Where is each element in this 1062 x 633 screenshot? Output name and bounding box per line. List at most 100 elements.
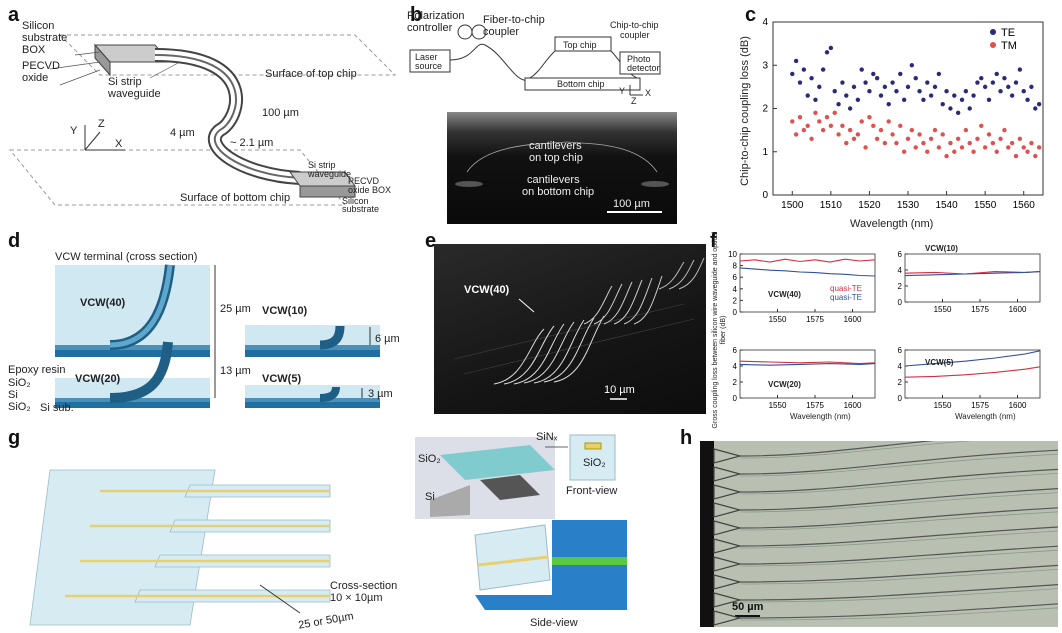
label-dim-4: 4 µm — [170, 127, 195, 139]
panel-g: g Cross-section 10 × 10µm 25 or 50µm SiN… — [0, 425, 660, 633]
label-epoxy: Epoxy resin — [8, 364, 66, 376]
data-point-te — [855, 97, 861, 103]
label-box: BOX — [22, 44, 46, 56]
data-point-te — [982, 84, 988, 90]
data-point-te — [817, 84, 822, 90]
data-point-tm — [986, 132, 992, 137]
label-sio2-front: SiO₂ — [583, 457, 606, 469]
data-point-tm — [921, 140, 926, 146]
x-tick-label: 1500 — [781, 200, 804, 211]
label-controller: controller — [407, 22, 453, 34]
y-tick-label: 2 — [898, 378, 903, 387]
label-silicon: Silicon — [22, 20, 55, 32]
data-point-te — [944, 89, 949, 94]
label-on-bottom-chip: on bottom chip — [522, 186, 595, 198]
panel-h: h 50 µm — [680, 425, 1060, 633]
data-point-te — [1009, 93, 1015, 98]
axis-z: Z — [98, 118, 105, 130]
data-point-te — [986, 97, 992, 103]
data-point-tm — [1013, 153, 1019, 159]
label-substrate-bottom: substrate — [342, 204, 380, 214]
data-point-te — [874, 76, 880, 81]
label-box-bottom: BOX — [372, 185, 392, 195]
label-top-chip: Top chip — [563, 40, 597, 50]
waveguide-edge — [739, 453, 1058, 477]
waveguide-edge — [739, 549, 1058, 567]
data-point-te — [1017, 67, 1023, 72]
waveguide-line — [739, 564, 1058, 583]
data-point-tm — [963, 127, 969, 133]
x-tick-label: 1550 — [934, 401, 952, 410]
data-point-tm — [867, 114, 872, 120]
label-cross-section: Cross-section — [330, 580, 398, 592]
data-point-te — [805, 93, 810, 98]
data-point-te — [863, 80, 868, 85]
data-point-tm — [1025, 149, 1030, 154]
scale-bar-e: 10 µm — [604, 384, 635, 396]
panel-b: b Polarization controller Fiber-to-chip … — [405, 0, 705, 230]
label-laser: Laser — [415, 52, 438, 62]
data-point-tm — [855, 132, 861, 137]
x-tick-label: 1600 — [1009, 401, 1027, 410]
waveguide-edge — [739, 473, 1058, 495]
data-point-te — [963, 89, 969, 94]
d-title: VCW terminal (cross section) — [55, 251, 198, 263]
legend-label-te: TE — [1001, 27, 1015, 39]
label-si-strip: Si strip — [108, 76, 142, 88]
data-point-te — [901, 97, 907, 103]
x-tick-label: 1575 — [806, 315, 824, 324]
data-point-te — [801, 67, 807, 72]
data-point-tm — [913, 145, 918, 150]
waveguide-line — [739, 507, 1058, 529]
subplot-title-vcw20: VCW(20) — [768, 380, 801, 389]
taper-triangle — [713, 556, 743, 572]
data-point-tm — [824, 114, 830, 120]
waveguide-line — [739, 526, 1058, 547]
data-point-tm — [975, 136, 980, 141]
data-point-tm — [936, 145, 942, 150]
data-point-tm — [809, 136, 814, 141]
data-point-tm — [871, 123, 876, 128]
data-point-tm — [851, 136, 857, 141]
data-point-te — [967, 106, 972, 111]
label-vcw20: VCW(20) — [75, 373, 121, 385]
chart-f-ylabel: Gross coupling loss between silicon wire… — [712, 231, 727, 429]
x-tick-label: 1520 — [858, 200, 881, 211]
label-sio2-bottom: SiO₂ — [8, 401, 31, 413]
data-point-te — [840, 80, 845, 85]
data-point-te — [975, 80, 980, 85]
data-point-te — [936, 71, 942, 77]
y-tick-label: 10 — [728, 250, 737, 259]
label-on-top-chip: on top chip — [529, 152, 583, 164]
x-tick-label: 1600 — [844, 315, 862, 324]
data-point-tm — [828, 123, 834, 128]
data-point-te — [1002, 76, 1007, 81]
y-tick-label: 0 — [762, 190, 768, 201]
data-point-tm — [901, 149, 907, 154]
data-point-tm — [863, 145, 868, 150]
panel-label-e: e — [425, 230, 437, 252]
dim-25: 25 µm — [220, 303, 251, 315]
data-point-te — [836, 101, 841, 107]
subplot-title-vcw40: VCW(40) — [768, 290, 801, 299]
data-point-tm — [894, 140, 899, 146]
axis-y: Y — [70, 125, 78, 137]
y-tick-label: 4 — [762, 17, 768, 28]
waveguide-line — [739, 441, 934, 457]
waveguide-edge — [739, 569, 1058, 585]
data-point-tm — [797, 114, 803, 120]
y-tick-label: 2 — [898, 282, 903, 291]
label-sinx: SiNₓ — [536, 431, 558, 443]
taper-triangle — [713, 502, 743, 518]
label-pecvd-bottom: PECVD — [348, 176, 380, 186]
y-tick-label: 0 — [898, 394, 903, 403]
data-point-tm — [998, 136, 1003, 141]
data-point-tm — [878, 127, 884, 133]
label-vcw40: VCW(40) — [80, 297, 126, 309]
data-point-tm — [994, 149, 999, 154]
label-waveguide-bottom: waveguide — [308, 169, 352, 179]
x-tick-label: 1530 — [897, 200, 920, 211]
label-dim-100: 100 µm — [262, 107, 299, 119]
label-cross-dim: 10 × 10µm — [330, 592, 383, 604]
